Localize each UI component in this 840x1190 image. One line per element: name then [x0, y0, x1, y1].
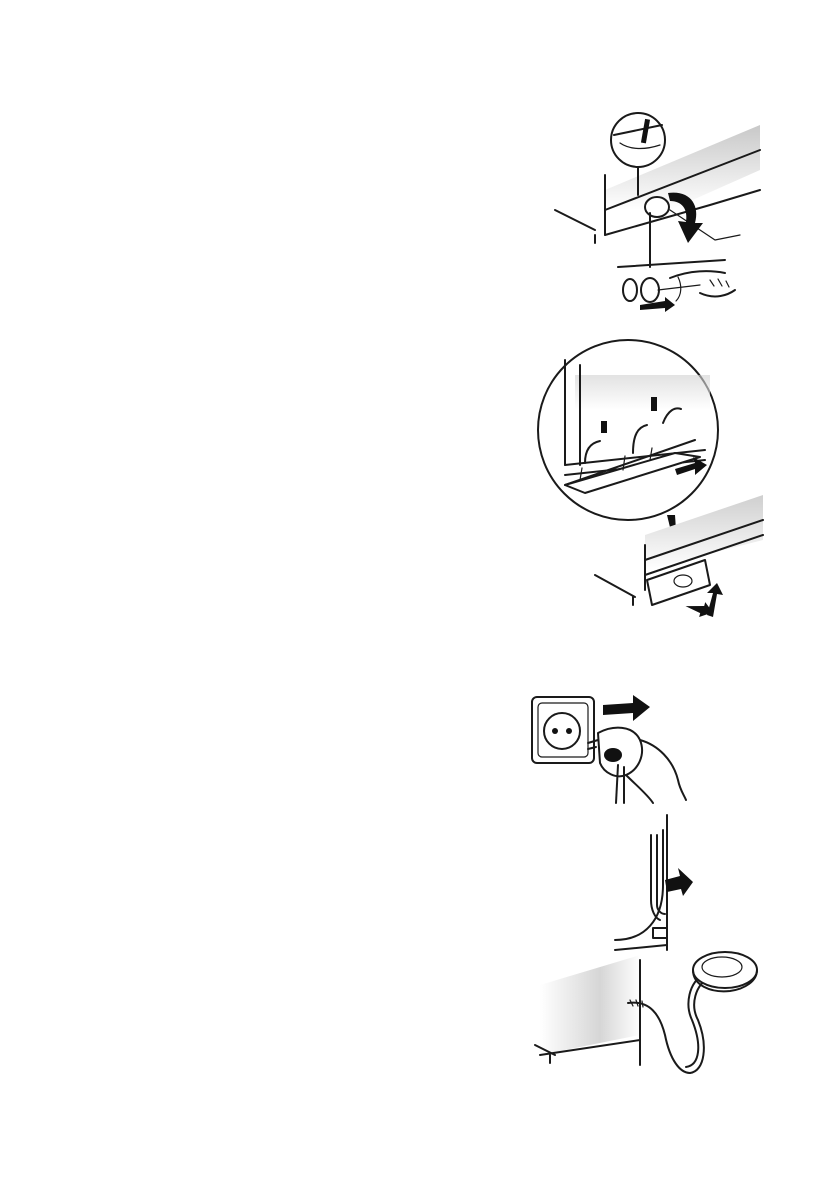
power-plug-icon: [528, 685, 693, 805]
power-plug-illustration: [528, 685, 693, 805]
hose-unclip-illustration: [605, 810, 695, 960]
drain-bowl-icon: [530, 945, 765, 1080]
drain-bowl-illustration: [530, 945, 765, 1080]
plinth-panel-illustration: [535, 335, 765, 620]
filter-cover-icon: [550, 95, 765, 325]
pump-filter-illustration: [550, 95, 765, 325]
hose-clip-icon: [605, 810, 695, 960]
plinth-panel-icon: [535, 335, 765, 620]
